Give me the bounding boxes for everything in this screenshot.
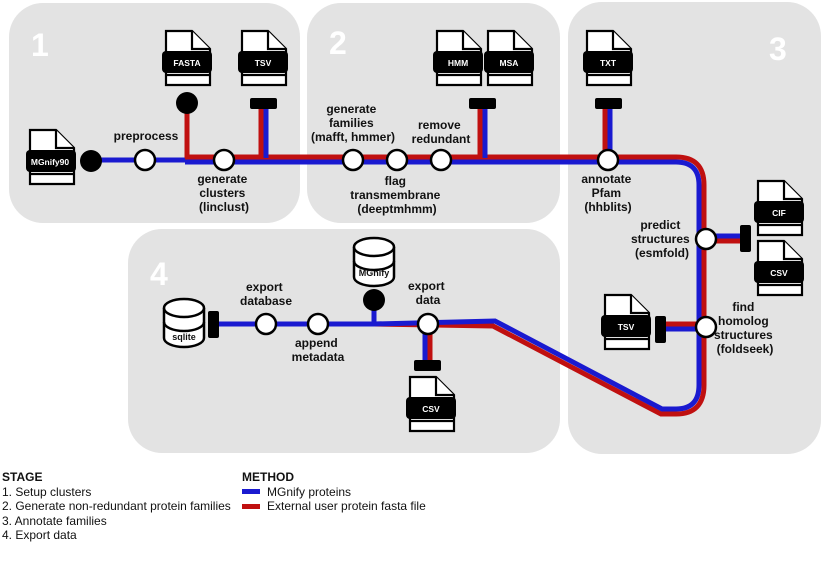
stage-2-number: 2 [329, 25, 347, 61]
method-legend: METHOD MGnify proteins External user pro… [242, 470, 426, 514]
fasta-file-icon: FASTA [160, 29, 214, 87]
svg-text:TSV: TSV [255, 58, 272, 68]
svg-text:MSA: MSA [500, 58, 519, 68]
method-legend-item-external: External user protein fasta file [242, 499, 426, 514]
node-generate-clusters [212, 148, 236, 172]
label-export-data: export data [408, 279, 448, 307]
label-generate-clusters: generate clusters (linclust) [197, 172, 250, 214]
label-preprocess: preprocess [114, 129, 179, 143]
node-generate-families [341, 148, 365, 172]
label-annotate-pfam: annotate Pfam (hhblits) [581, 172, 634, 214]
tsv-clusters-file-icon: TSV [236, 29, 290, 87]
sqlite-database-icon: sqlite [162, 297, 206, 349]
node-append-metadata [306, 312, 330, 336]
mgnify-input-dot [80, 150, 102, 172]
red-line-swatch [242, 503, 260, 509]
tsv-clusters-connector [250, 98, 277, 109]
txt-connector [595, 98, 622, 109]
tsv-homolog-connector [655, 316, 666, 343]
stage-legend: STAGE 1. Setup clusters 2. Generate non-… [2, 470, 231, 543]
hmm-file-icon: HMM [431, 29, 485, 87]
svg-text:CSV: CSV [770, 268, 788, 278]
svg-text:MGnify90: MGnify90 [31, 157, 70, 167]
tsv-homolog-file-icon: TSV [599, 293, 653, 351]
sqlite-connector [208, 311, 219, 338]
svg-text:CIF: CIF [772, 208, 786, 218]
svg-text:TSV: TSV [618, 322, 635, 332]
node-preprocess [133, 148, 157, 172]
step-nodes [133, 148, 718, 339]
label-append-metadata: append metadata [292, 336, 345, 364]
label-remove-redundant: remove redundant [412, 118, 471, 146]
svg-text:MGnify: MGnify [359, 268, 390, 278]
fasta-input-dot [176, 92, 198, 114]
svg-text:CSV: CSV [422, 404, 440, 414]
method-legend-item-mgnify: MGnify proteins [242, 485, 426, 500]
csv-export-file-icon: CSV [404, 375, 458, 433]
hmm-msa-connector [469, 98, 496, 109]
mgnify-db-input-dot [363, 289, 385, 311]
stage-1-number: 1 [31, 27, 49, 63]
label-find-homolog: find homolog structures (foldseek) [714, 300, 776, 356]
label-export-database: export database [240, 280, 292, 308]
node-find-homolog [694, 315, 718, 339]
svg-text:TXT: TXT [600, 58, 617, 68]
node-flag-transmembrane [385, 148, 409, 172]
cif-csv-connector [740, 225, 751, 252]
stage-4-number: 4 [150, 256, 168, 292]
node-export-database [254, 312, 278, 336]
stage-3-number: 3 [769, 31, 787, 67]
csv-export-connector [414, 360, 441, 371]
stage-legend-item: 2. Generate non-redundant protein famili… [2, 499, 231, 513]
svg-text:FASTA: FASTA [173, 58, 200, 68]
msa-file-icon: MSA [482, 29, 536, 87]
node-remove-redundant [429, 148, 453, 172]
blue-line-swatch [242, 489, 260, 495]
node-annotate-pfam [596, 148, 620, 172]
stage-legend-item: 4. Export data [2, 528, 77, 542]
csv-structures-file-icon: CSV [752, 239, 806, 297]
mgnify-database-icon: MGnify [352, 236, 396, 288]
node-export-data [416, 312, 440, 336]
mgnify90-file-icon: MGnify90 [24, 128, 78, 186]
txt-file-icon: TXT [581, 29, 635, 87]
method-legend-heading: METHOD [242, 470, 294, 484]
svg-text:sqlite: sqlite [172, 332, 196, 342]
workflow-diagram: 1 2 3 4 [9, 2, 821, 454]
node-predict-structures [694, 227, 718, 251]
label-predict-structures: predict structures (esmfold) [631, 218, 693, 260]
stage-legend-item: 1. Setup clusters [2, 484, 92, 499]
stage-legend-heading: STAGE [2, 470, 43, 484]
label-generate-families: generate families (mafft, hmmer) [311, 102, 395, 144]
stage-legend-item: 3. Annotate families [2, 513, 107, 528]
svg-text:HMM: HMM [448, 58, 468, 68]
label-flag-transmembrane: flag transmembrane (deeptmhmm) [350, 174, 443, 216]
cif-file-icon: CIF [752, 179, 806, 237]
